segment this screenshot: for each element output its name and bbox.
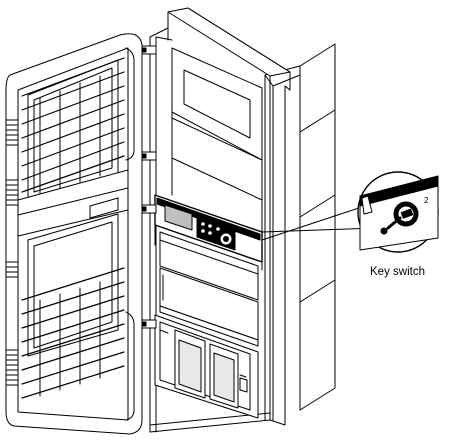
open-door <box>5 33 143 435</box>
middle-panel <box>171 117 263 241</box>
door-hinges <box>135 45 157 329</box>
display-screen <box>164 204 193 231</box>
key-switch-callout: 0 1 2 <box>357 171 439 253</box>
control-panel <box>154 194 263 271</box>
position-mark-0: 0 <box>394 190 399 199</box>
position-mark-1: 1 <box>410 186 415 195</box>
callout-leader <box>261 202 377 241</box>
position-mark-2: 2 <box>424 196 429 205</box>
power-supply-section <box>154 314 259 419</box>
rack-panels <box>159 231 259 347</box>
cabinet-body <box>149 7 336 433</box>
key-switch-label: Key switch <box>370 266 425 278</box>
